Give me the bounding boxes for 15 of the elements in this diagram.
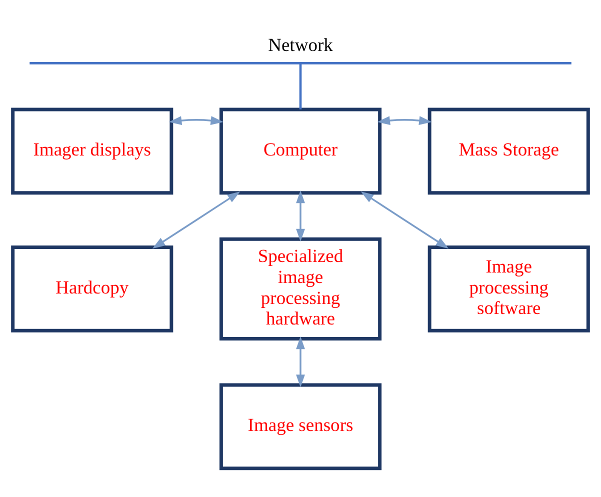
node-box: Hardcopy [11,245,174,332]
node-box: Image processing software [428,245,590,332]
node-box: Image sensors [219,382,382,470]
arrow [152,191,240,248]
node-box: Computer [219,107,382,194]
connector [299,63,302,109]
node-box: Mass Storage [428,107,590,194]
arrow [360,191,449,248]
arrow [168,116,224,124]
arrow [296,190,305,242]
arrow [377,116,432,124]
node-box: Specialized image processing hardware [219,236,382,340]
node-box: Imager displays [11,107,174,194]
node-text: Network [268,34,333,56]
arrow [296,336,305,387]
